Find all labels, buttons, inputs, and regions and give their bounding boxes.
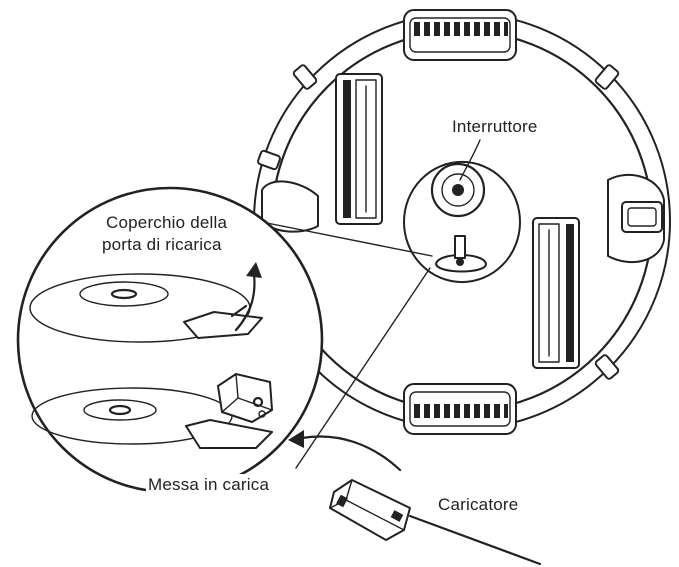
charging-arrow [288,430,402,472]
side-handle [607,173,665,264]
rim-clip [292,64,318,90]
zoom-connector-top [261,221,433,257]
detail-cover-open [29,262,263,343]
left-brush-roller [335,73,383,225]
right-brush-roller [532,217,580,369]
center-hub [403,160,521,284]
robot-bottom-view [253,9,671,435]
switch-leader-line [459,139,481,181]
port-cover-label-line2: porta di ricarica [100,234,224,255]
open-cover-arrow [234,272,256,332]
bottom-track-wheel [403,383,517,435]
zoom-connector-bottom [295,267,431,469]
charging-label: Messa in carica [146,474,272,495]
rim-clip [594,354,620,380]
switch-label: Interruttore [452,117,538,136]
detail-charging-inserted [31,373,273,449]
hub-charging-port [435,235,487,273]
rim-clip [257,149,281,171]
rim-clip [594,64,620,90]
charger-plug [329,479,542,566]
top-track-wheel [403,9,517,61]
charger-label: Caricatore [438,495,519,514]
port-cover-label-line1: Coperchio della [104,212,230,233]
